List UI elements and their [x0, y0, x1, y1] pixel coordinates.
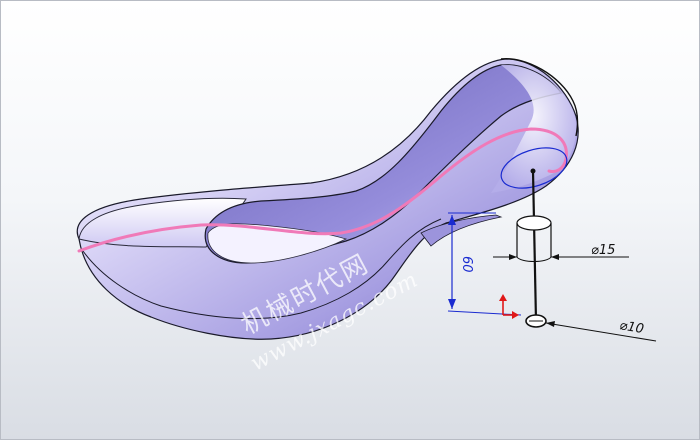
- dimension-bottom-diameter[interactable]: ⌀10: [525, 314, 657, 342]
- shoe-top-rim: [500, 58, 579, 137]
- guide-curve[interactable]: [77, 127, 568, 253]
- height-dimension-label: 60: [459, 256, 474, 273]
- heel-top-point[interactable]: [530, 168, 536, 174]
- heel-cylinder-sketch[interactable]: [516, 215, 552, 262]
- origin-triad-icon: [499, 294, 519, 319]
- heel-top-ellipse-sketch[interactable]: [496, 140, 572, 195]
- top-diameter-label: ⌀15: [591, 243, 615, 258]
- shoe-heel-stem: [420, 214, 503, 247]
- dimension-top-diameter[interactable]: ⌀15: [493, 243, 629, 260]
- shoe-sole-edge: [82, 218, 442, 320]
- dimension-height[interactable]: 60: [447, 212, 522, 316]
- heel-axis-line[interactable]: [531, 170, 538, 322]
- shoe-model[interactable]: [76, 58, 579, 340]
- bottom-diameter-label: ⌀10: [618, 318, 645, 337]
- shoe-toe-surface: [78, 197, 247, 248]
